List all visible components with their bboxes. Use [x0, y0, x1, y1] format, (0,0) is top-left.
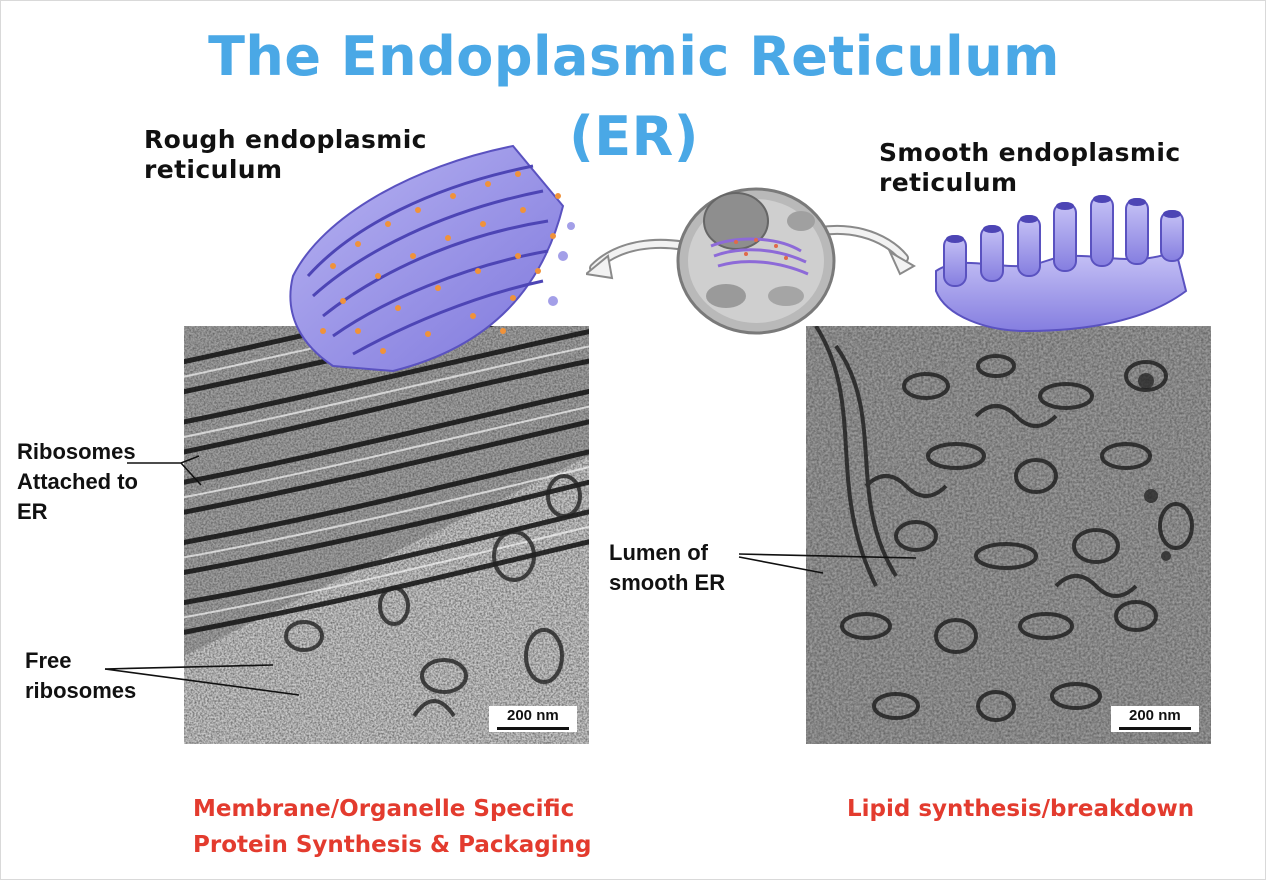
- rough-er-scale-bar: 200 nm: [489, 706, 577, 732]
- label-free-ribosomes: Free ribosomes: [25, 646, 136, 706]
- smooth-er-scale-bar: 200 nm: [1111, 706, 1199, 732]
- rough-er-micrograph-art: [184, 326, 589, 744]
- label-ribosomes-attached-line2: Attached to: [17, 469, 138, 494]
- label-lumen-line2: smooth ER: [609, 570, 726, 595]
- rough-er-illustration: [289, 144, 575, 373]
- cell-diagram: [586, 187, 916, 335]
- smooth-er-micrograph: 200 nm: [806, 326, 1211, 744]
- smooth-er-caption: Lipid synthesis/breakdown: [847, 796, 1195, 822]
- label-lumen-smooth-er: Lumen of smooth ER: [609, 538, 725, 598]
- scale-bar-line: [1119, 727, 1191, 730]
- label-lumen-line1: Lumen of: [609, 540, 708, 565]
- smooth-er-illustration: [935, 195, 1188, 333]
- smooth-er-heading: Smooth endoplasmic reticulum: [879, 138, 1181, 198]
- smooth-er-micrograph-art: [806, 326, 1211, 744]
- smooth-er-scale-label: 200 nm: [1129, 707, 1181, 724]
- rough-er-heading-line1: Rough endoplasmic: [144, 125, 427, 154]
- rough-er-caption: Membrane/Organelle Specific Protein Synt…: [193, 791, 592, 863]
- rough-er-heading: Rough endoplasmic reticulum: [144, 125, 427, 185]
- label-ribosomes-attached-line1: Ribosomes: [17, 439, 136, 464]
- slide-title: The Endoplasmic Reticulum: [208, 25, 1060, 88]
- slide-title-abbrev: (ER): [569, 105, 699, 168]
- rough-er-heading-line2: reticulum: [144, 155, 283, 184]
- rough-er-caption-line2: Protein Synthesis & Packaging: [193, 832, 592, 858]
- rough-er-caption-line1: Membrane/Organelle Specific: [193, 796, 575, 822]
- label-free-ribosomes-line1: Free: [25, 648, 72, 673]
- smooth-er-heading-line2: reticulum: [879, 168, 1018, 197]
- rough-er-scale-label: 200 nm: [507, 707, 559, 724]
- rough-er-micrograph: 200 nm: [184, 326, 589, 744]
- scale-bar-line: [497, 727, 569, 730]
- label-free-ribosomes-line2: ribosomes: [25, 678, 137, 703]
- smooth-er-heading-line1: Smooth endoplasmic: [879, 138, 1181, 167]
- label-ribosomes-attached-line3: ER: [17, 499, 48, 524]
- label-ribosomes-attached: Ribosomes Attached to ER: [17, 437, 138, 527]
